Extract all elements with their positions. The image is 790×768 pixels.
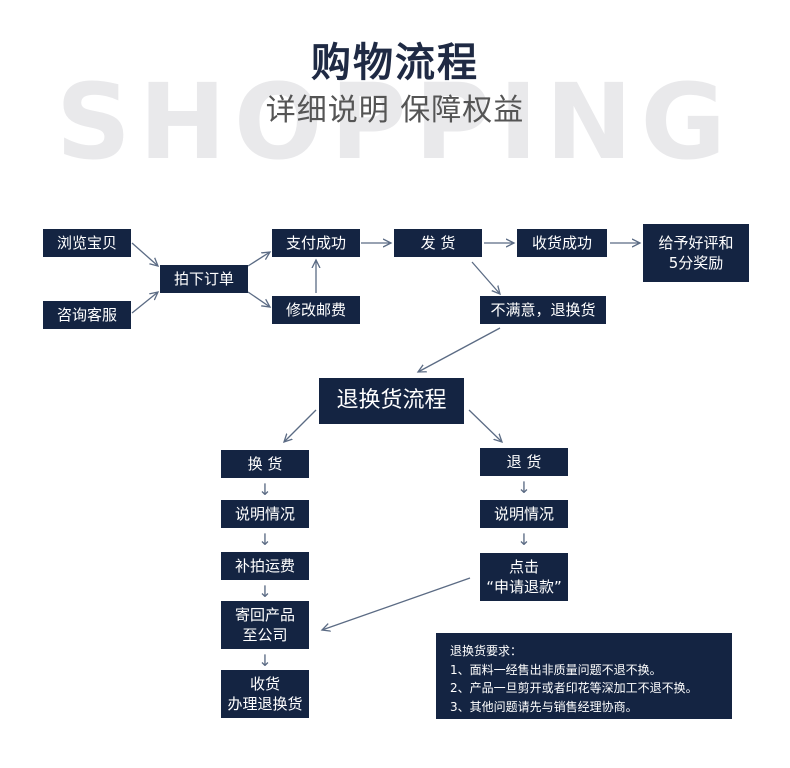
arrow-process-refund [468, 409, 502, 442]
arrow-order-pay [247, 252, 270, 267]
box-received: 收货成功 [517, 229, 607, 257]
box-exchange-explain: 说明情况 [221, 500, 309, 528]
box-pay: 支付成功 [272, 229, 360, 257]
arrow-down-icon: ↓ [258, 582, 272, 601]
review-line1: 给予好评和 [658, 233, 734, 252]
arrow-browse-order [131, 242, 158, 266]
click-line2: “申请退款” [486, 578, 562, 596]
box-refund: 退 货 [480, 448, 568, 476]
box-unsatisfied: 不满意，退换货 [480, 296, 606, 324]
watermark-text: SHOPPING [56, 61, 734, 183]
page-title: 购物流程 [311, 40, 479, 86]
review-line2: 5分奖励 [668, 254, 724, 272]
send-back-line1: 寄回产品 [234, 605, 295, 624]
requirements-item-2: 2、产品一旦剪开或者印花等深加工不退不换。 [450, 681, 698, 696]
box-refund-explain: 说明情况 [480, 500, 568, 528]
box-consult: 咨询客服 [43, 301, 131, 329]
arrow-down-icon: ↓ [517, 530, 531, 549]
requirements-note: 退换货要求： 1、面料一经售出非质量问题不退不换。 2、产品一旦剪开或者印花等深… [436, 633, 732, 719]
requirements-item-3: 3、其他问题请先与销售经理协商。 [450, 699, 638, 714]
click-line1: 点击 [508, 557, 539, 576]
arrow-down-icon: ↓ [517, 478, 531, 497]
box-browse: 浏览宝贝 [43, 229, 131, 257]
page-subtitle: 详细说明 保障权益 [265, 93, 525, 128]
arrow-click-sendback [322, 577, 471, 630]
arrow-order-modify [247, 291, 270, 307]
receive-line2: 办理退换货 [227, 695, 303, 713]
arrow-process-exchange [284, 409, 317, 442]
box-review: 给予好评和 5分奖励 [643, 224, 749, 282]
box-order: 拍下订单 [160, 265, 248, 293]
box-exchange-shipping: 补拍运费 [221, 552, 309, 580]
box-receive-process: 收货 办理退换货 [221, 670, 309, 718]
send-back-line2: 至公司 [242, 626, 288, 644]
box-exchange: 换 货 [221, 450, 309, 478]
box-send-back: 寄回产品 至公司 [221, 601, 309, 649]
requirements-heading: 退换货要求： [450, 644, 523, 658]
arrow-down-icon: ↓ [258, 480, 272, 499]
box-return-process: 退换货流程 [319, 378, 464, 424]
box-apply-refund: 点击 “申请退款” [480, 553, 568, 601]
box-modify-fee: 修改邮费 [272, 296, 360, 324]
requirements-item-1: 1、面料一经售出非质量问题不退不换。 [450, 662, 662, 677]
arrow-down-icon: ↓ [258, 530, 272, 549]
arrow-ship-unsatisfied [471, 261, 500, 294]
receive-line1: 收货 [249, 674, 280, 693]
arrow-down-icon: ↓ [258, 651, 272, 670]
arrow-consult-order [131, 292, 158, 314]
box-ship: 发 货 [394, 229, 482, 257]
arrow-unsatisfied-process [418, 327, 501, 372]
